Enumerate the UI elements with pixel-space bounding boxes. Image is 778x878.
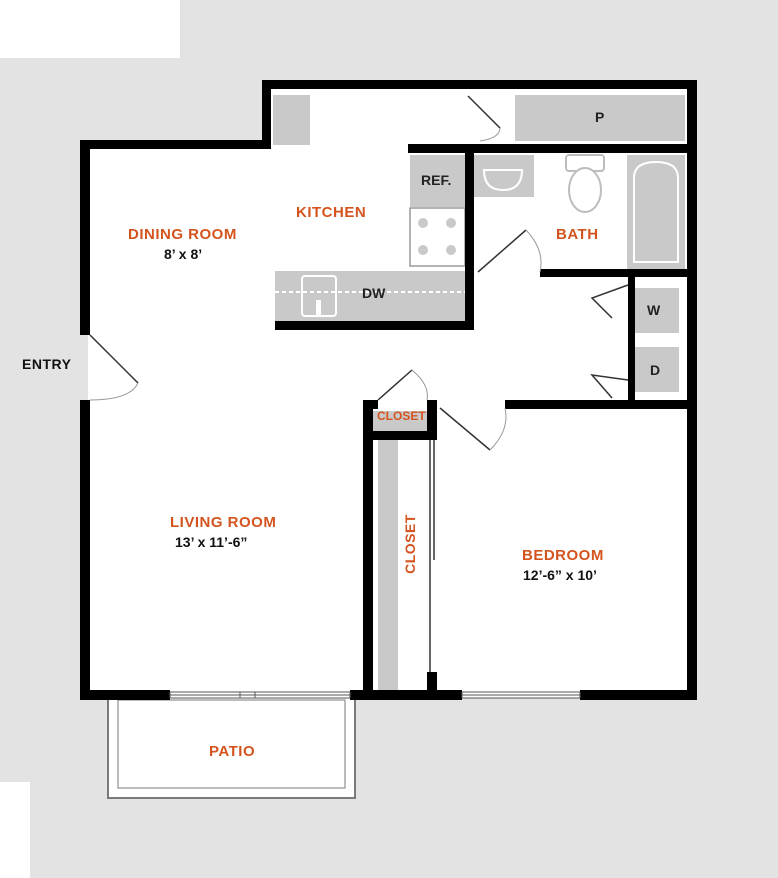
large-closet-label: CLOSET [401,514,418,574]
range-burners [418,218,456,255]
closet-small-shelf [373,411,428,431]
range-box [409,207,466,267]
site-cutout [0,782,30,878]
doors [89,95,629,451]
refrigerator-label: REF. [421,172,452,188]
walls [80,80,697,700]
kitchen-corner-cabinet [273,95,310,145]
dining-room-label: DINING ROOM [128,226,237,243]
pantry-shelf [515,95,685,141]
dryer-label: D [650,362,661,378]
kitchen-counter [275,271,465,321]
small-closet-label: CLOSET [377,409,426,423]
closet-sliding-doors [429,440,435,672]
refrigerator-box [410,155,465,207]
windows [169,691,581,699]
closet-large-shelf [378,440,398,690]
kitchen-label: KITCHEN [296,204,367,221]
toilet [565,154,605,213]
bedroom-dimensions: 12’-6” x 10’ [523,567,597,583]
living-room-label: LIVING ROOM [170,514,277,531]
pantry-label: P [595,109,605,125]
bedroom-label: BEDROOM [522,547,604,564]
dining-room-dimensions: 8’ x 8’ [164,246,203,262]
washer-box [633,288,679,333]
bath-label: BATH [556,226,599,243]
fixtures [273,95,685,690]
entry-label: ENTRY [22,356,72,372]
living-room-dimensions: 13’ x 11’-6” [175,534,248,550]
dishwasher-label: DW [362,285,386,301]
dryer-box [633,347,679,392]
washer-label: W [647,302,661,318]
bathtub-box [627,155,685,269]
kitchen-faucet [316,300,321,316]
patio-label: PATIO [209,743,256,760]
